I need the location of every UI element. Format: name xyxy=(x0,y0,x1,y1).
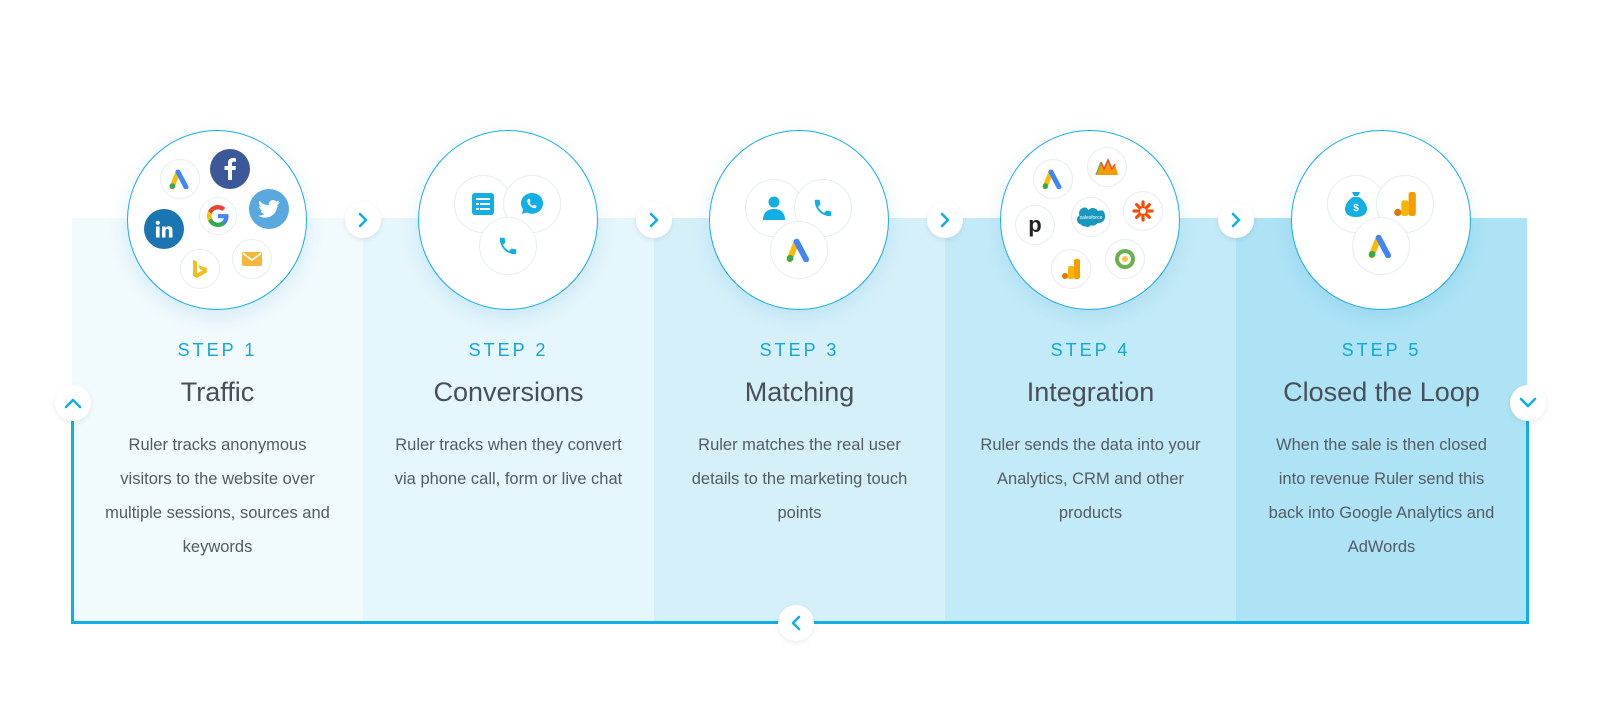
step-label: STEP 1 xyxy=(177,340,258,360)
step-description: Ruler tracks when they convert via phone… xyxy=(394,436,623,488)
twitter-icon[interactable] xyxy=(249,189,289,229)
step-3: STEP 3 Matching Ruler matches the real u… xyxy=(654,0,945,702)
loop-line-left xyxy=(71,402,74,624)
step-description: Ruler tracks anonymous visitors to the w… xyxy=(105,436,330,556)
step-5: $ STEP 5 Closed the Loop When the sale i… xyxy=(1236,0,1527,702)
next-step-arrow-1[interactable] xyxy=(345,202,381,238)
svg-text:$: $ xyxy=(1353,203,1359,214)
step-title: Integration xyxy=(1026,377,1155,407)
analytics-icon xyxy=(1051,249,1091,289)
chevron-left-icon xyxy=(791,615,801,631)
chevron-down-icon xyxy=(1519,397,1537,408)
bing-icon[interactable] xyxy=(180,249,220,289)
adwords-icon xyxy=(1033,159,1073,199)
loop-up-arrow[interactable] xyxy=(55,385,91,421)
step-title: Matching xyxy=(744,377,855,407)
loop-down-arrow[interactable] xyxy=(1510,385,1546,421)
step-description: Ruler sends the data into your Analytics… xyxy=(980,436,1201,522)
step-1-icon-circle xyxy=(127,130,307,310)
step-4: p salesforce STEP 4 Integration Ruler se… xyxy=(945,0,1236,702)
step-label: STEP 4 xyxy=(1050,340,1131,360)
step-5-icon-circle: $ xyxy=(1291,130,1471,310)
step-title: Conversions xyxy=(433,377,584,407)
salesforce-logo-text: salesforce xyxy=(1080,215,1103,221)
chevron-right-icon xyxy=(358,212,368,228)
step-4-icon-circle: p salesforce xyxy=(1000,130,1180,310)
loop-line-right xyxy=(1526,402,1529,624)
salesforce-icon: salesforce xyxy=(1071,197,1111,237)
adwords-icon xyxy=(160,159,200,199)
pipedrive-icon: p xyxy=(1015,205,1055,245)
next-step-arrow-4[interactable] xyxy=(1218,202,1254,238)
step-label: STEP 5 xyxy=(1341,340,1422,360)
step-label: STEP 2 xyxy=(468,340,549,360)
step-title: Traffic xyxy=(180,377,255,407)
step-description: Ruler matches the real user details to t… xyxy=(691,436,908,522)
chevron-right-icon xyxy=(940,212,950,228)
google-icon[interactable] xyxy=(199,197,237,235)
zapier-icon xyxy=(1123,191,1163,231)
step-1: STEP 1 Traffic Ruler tracks anonymous vi… xyxy=(72,0,363,702)
loop-left-arrow[interactable] xyxy=(778,605,814,641)
adwords-icon xyxy=(770,221,828,279)
facebook-icon[interactable] xyxy=(210,149,250,189)
linkedin-icon[interactable] xyxy=(144,209,184,249)
pipedrive-logo-text: p xyxy=(1028,212,1042,237)
step-label: STEP 3 xyxy=(759,340,840,360)
step-2: STEP 2 Conversions Ruler tracks when the… xyxy=(363,0,654,702)
phone-icon xyxy=(479,217,537,275)
step-title: Closed the Loop xyxy=(1283,377,1480,407)
adwords-icon xyxy=(1352,217,1410,275)
email-icon[interactable] xyxy=(232,239,272,279)
next-step-arrow-3[interactable] xyxy=(927,202,963,238)
dynamics-icon xyxy=(1087,147,1127,187)
step-2-icon-circle xyxy=(418,130,598,310)
step-3-icon-circle xyxy=(709,130,889,310)
next-step-arrow-2[interactable] xyxy=(636,202,672,238)
chevron-up-icon xyxy=(64,398,82,409)
chevron-right-icon xyxy=(649,212,659,228)
step-description: When the sale is then closed into revenu… xyxy=(1268,436,1495,556)
copper-icon xyxy=(1105,239,1145,279)
chevron-right-icon xyxy=(1231,212,1241,228)
